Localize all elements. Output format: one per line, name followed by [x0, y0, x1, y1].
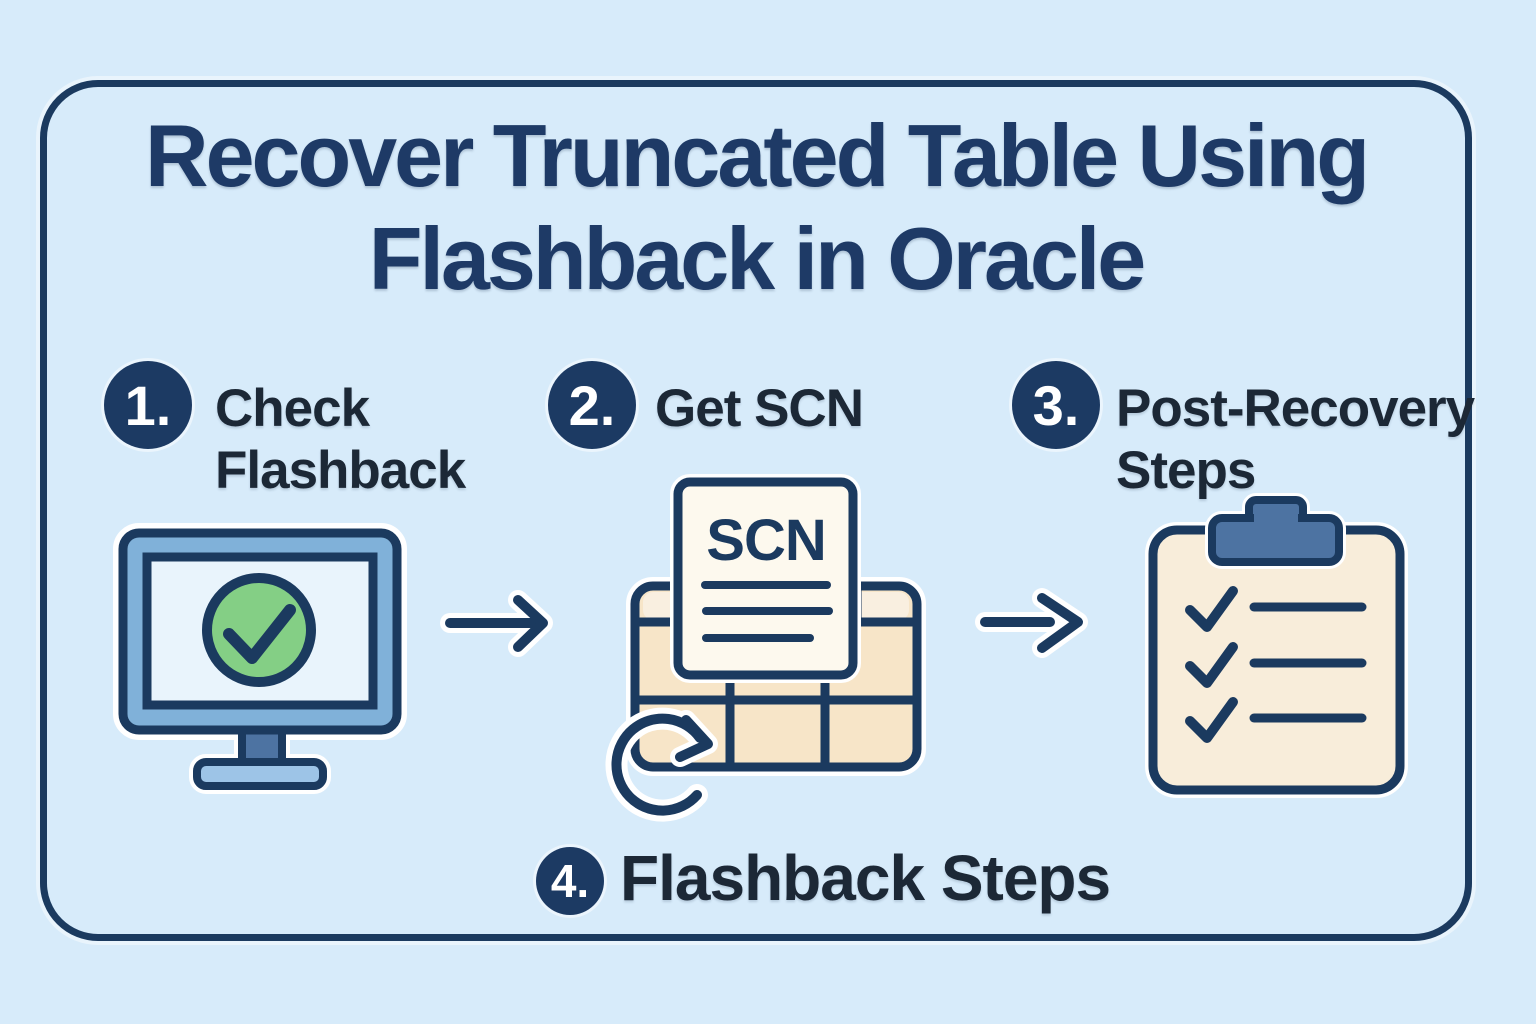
monitor-base — [193, 758, 327, 790]
flashback-refresh-icon — [605, 707, 718, 822]
clipboard-checklist-icon — [1145, 493, 1408, 798]
checklist-checkmark — [1185, 697, 1238, 743]
step-2-badge: 2. — [548, 361, 636, 449]
flow-arrow-2-icon — [975, 588, 1088, 658]
page-title-line-2: Flashback in Oracle — [368, 209, 1147, 308]
step-2-label: Get SCN — [655, 379, 864, 438]
step-3-badge: 3. — [1012, 361, 1100, 449]
step-2-number: 2. — [568, 373, 616, 437]
flow-arrow-1-icon — [440, 590, 553, 657]
scn-document-table-icon: SCN — [605, 474, 926, 822]
step-3-label-line-1: Post-Recovery — [1116, 379, 1475, 438]
check-circle — [202, 573, 316, 687]
step-4-label: Flashback Steps — [620, 842, 1111, 914]
step-4-badge: 4. — [536, 847, 604, 915]
content-card — [40, 80, 1472, 941]
step-3-label: Post-Recovery Steps — [1116, 378, 1475, 502]
scn-document — [673, 477, 858, 680]
step-1-label: Check Flashback — [215, 378, 466, 502]
step-1-number: 1. — [124, 373, 172, 437]
step-1-label-line-1: Check — [215, 379, 370, 438]
step-3-number: 3. — [1032, 373, 1080, 437]
clipboard-clip — [1208, 496, 1343, 566]
checkmark-icon — [223, 604, 296, 664]
checklist-checkmark — [1185, 586, 1238, 632]
step-4-number: 4. — [550, 855, 590, 907]
page-title: Recover Truncated Table Using Flashback … — [40, 104, 1472, 310]
step-1-badge: 1. — [104, 361, 192, 449]
step-1-label-line-2: Flashback — [215, 441, 466, 500]
scn-label: SCN — [706, 508, 825, 573]
monitor-check-icon — [113, 523, 407, 794]
checklist-checkmark — [1185, 642, 1238, 688]
page-title-line-1: Recover Truncated Table Using — [145, 106, 1370, 205]
step-3-label-line-2: Steps — [1116, 441, 1256, 500]
